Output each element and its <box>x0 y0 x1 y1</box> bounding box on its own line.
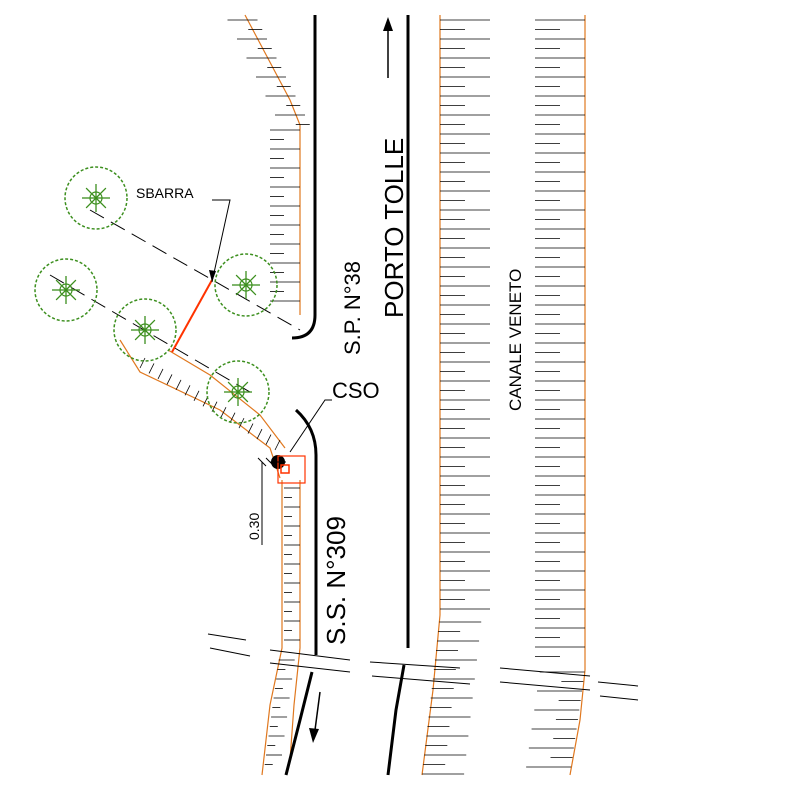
label-canale-veneto: CANALE VENETO <box>506 269 525 411</box>
arrow-porto-tolle <box>383 17 393 78</box>
label-ss309: S.S. N°309 <box>321 516 351 645</box>
cso-marker <box>271 399 332 484</box>
tree-symbol <box>113 298 177 362</box>
section-lines <box>207 633 639 701</box>
tree-symbol <box>214 253 278 317</box>
dimension-marker <box>257 457 286 545</box>
label-dimension: 0.30 <box>246 513 262 540</box>
trees <box>34 166 278 424</box>
barrier-sbarra-line <box>171 279 213 353</box>
tree-symbol <box>64 166 128 230</box>
road-edges <box>284 15 410 776</box>
sbarra-leader <box>211 199 231 283</box>
bank-hatching <box>139 19 585 775</box>
tree-symbol <box>34 258 98 322</box>
tree-symbol <box>206 360 270 424</box>
arrow-ss309 <box>309 691 321 743</box>
label-porto-tolle: PORTO TOLLE <box>379 138 409 318</box>
label-sp38: S.P. N°38 <box>340 261 365 355</box>
barrier-axis-lines <box>49 209 301 396</box>
label-cso: CSO <box>332 378 380 403</box>
label-sbarra: SBARRA <box>136 185 194 201</box>
sbarra-leader-arrow <box>209 270 216 282</box>
